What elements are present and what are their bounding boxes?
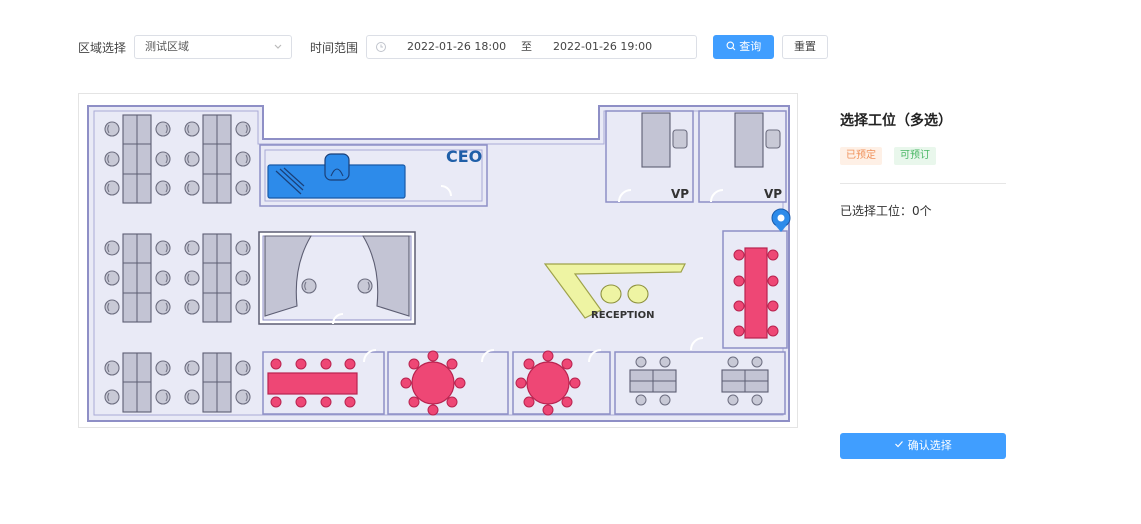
query-button[interactable]: 查询 <box>713 35 774 59</box>
confirm-button-label: 确认选择 <box>907 439 952 452</box>
reset-button[interactable]: 重置 <box>782 35 828 59</box>
desk-cluster-4[interactable] <box>184 233 251 323</box>
area-select[interactable]: 测试区域 <box>134 35 292 59</box>
query-button-label: 查询 <box>739 40 762 53</box>
ceo-label: CEO <box>446 147 482 166</box>
reception-desk[interactable]: RECEPTION <box>543 263 686 321</box>
end-time[interactable]: 2022-01-26 19:00 <box>553 40 653 53</box>
chevron-down-icon <box>273 36 283 67</box>
meeting-room-round-2[interactable] <box>512 350 611 416</box>
panel-title: 选择工位（多选） <box>840 113 952 129</box>
vp-office-2[interactable]: VP <box>698 110 787 203</box>
time-label: 时间范围 <box>310 41 359 55</box>
confirm-button[interactable]: 确认选择 <box>840 433 1006 459</box>
meeting-room-round-1[interactable] <box>387 350 509 416</box>
time-range-picker[interactable]: 2022-01-26 18:00 至 2022-01-26 19:00 <box>366 35 697 59</box>
desk-cluster-2[interactable] <box>184 114 251 204</box>
meeting-room-long[interactable] <box>722 230 788 349</box>
check-icon <box>894 439 908 452</box>
available-legend-tag: 可预订 <box>894 147 936 165</box>
clock-icon <box>375 36 387 66</box>
range-separator: 至 <box>521 40 532 53</box>
desk-cluster-3[interactable] <box>104 233 171 323</box>
panel-divider <box>840 183 1006 184</box>
booked-legend-tag: 已预定 <box>840 147 882 165</box>
selected-count: 0个 <box>912 204 932 218</box>
meeting-room-small[interactable] <box>614 351 786 415</box>
desk-cluster-1[interactable] <box>104 114 171 204</box>
location-pin-icon[interactable] <box>771 208 791 232</box>
meeting-room-1[interactable] <box>262 351 385 415</box>
vp-office-1[interactable]: VP <box>605 110 694 203</box>
vp-label-1: VP <box>671 187 689 201</box>
selected-label: 已选择工位： <box>840 204 913 218</box>
area-select-value: 测试区域 <box>145 40 189 53</box>
reception-label: RECEPTION <box>591 310 654 321</box>
start-time[interactable]: 2022-01-26 18:00 <box>407 40 507 53</box>
ceo-office[interactable]: CEO <box>259 144 488 207</box>
area-label: 区域选择 <box>78 41 127 55</box>
floor-plan[interactable]: CEO VP VP RECEPTION <box>78 93 798 428</box>
search-icon <box>726 40 740 53</box>
lounge-room[interactable] <box>258 231 416 325</box>
selected-count-text: 已选择工位：0个 <box>840 202 932 219</box>
vp-label-2: VP <box>764 187 782 201</box>
